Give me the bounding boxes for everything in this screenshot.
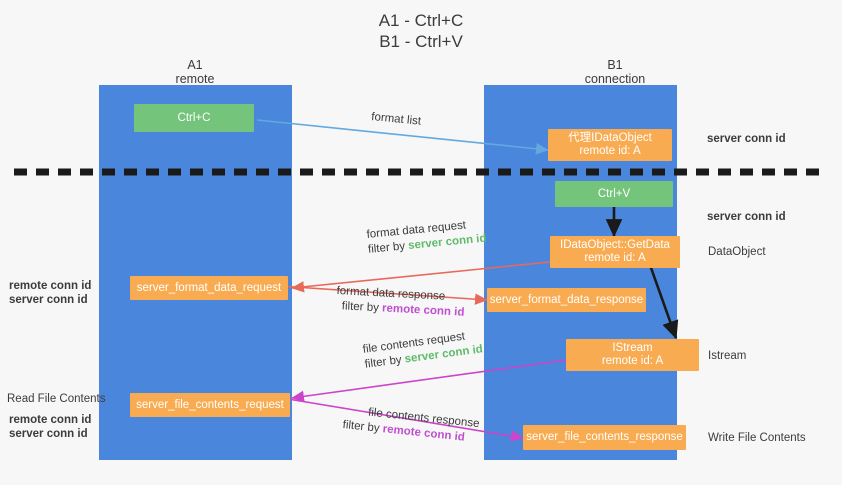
annotation-server-conn-id-mid: server conn id [707, 211, 786, 223]
node-server-format-data-request-label: server_format_data_request [136, 281, 282, 294]
node-server-format-data-request[interactable]: server_format_data_request [130, 276, 288, 300]
edge-label-format-list: format list [371, 110, 422, 130]
node-istream[interactable]: IStream remote id: A [566, 339, 699, 371]
lane-a1-role: remote [175, 72, 215, 86]
annotation-read-file-contents: Read File Contents [7, 393, 106, 405]
node-server-file-contents-response-label: server_file_contents_response [526, 431, 683, 443]
edge-label-format-list-text: format list [370, 110, 422, 128]
lane-b1-role: connection [584, 72, 646, 86]
node-idataobject-getdata[interactable]: IDataObject::GetData remote id: A [550, 236, 680, 268]
node-istream-remote-id: remote id: A [601, 355, 664, 367]
node-server-file-contents-request[interactable]: server_file_contents_request [130, 393, 290, 417]
filter-by-text-2: filter by [341, 300, 383, 315]
annotation-left-server-conn-id-2: server conn id [9, 428, 88, 440]
node-ctrl-c[interactable]: Ctrl+C [134, 104, 254, 132]
edge-label-file-contents-response: file contents response filter by remote … [342, 403, 480, 447]
lane-header-a1: A1 remote [130, 58, 260, 86]
diagram-title-line-2: B1 - Ctrl+V [379, 32, 463, 51]
node-proxy-idataobject-label: 代理IDataObject [568, 132, 652, 144]
edge-label-format-data-request: format data request filter by server con… [366, 217, 487, 258]
annotation-left-server-conn-id-1: server conn id [9, 294, 88, 306]
node-server-file-contents-response[interactable]: server_file_contents_response [523, 425, 686, 450]
diagram-title: A1 - Ctrl+C B1 - Ctrl+V [0, 10, 842, 52]
annotation-istream: Istream [708, 350, 747, 362]
lane-a1-name: A1 [187, 58, 203, 72]
diagram-title-line-1: A1 - Ctrl+C [378, 11, 464, 30]
lane-header-b1: B1 connection [535, 58, 695, 86]
annotation-left-remote-conn-id-1: remote conn id [9, 280, 92, 292]
node-idataobject-getdata-label: IDataObject::GetData [560, 239, 670, 251]
node-server-file-contents-request-label: server_file_contents_request [136, 398, 284, 411]
annotation-dataobject: DataObject [708, 246, 766, 258]
node-idataobject-getdata-remote-id: remote id: A [584, 252, 646, 264]
node-ctrl-v-label: Ctrl+V [597, 187, 631, 200]
node-istream-label: IStream [612, 342, 653, 354]
annotation-left-remote-conn-id-2: remote conn id [9, 414, 92, 426]
node-proxy-idataobject[interactable]: 代理IDataObject remote id: A [548, 129, 672, 161]
node-ctrl-c-label: Ctrl+C [177, 111, 211, 124]
annotation-server-conn-id-top: server conn id [707, 133, 786, 145]
node-server-format-data-response-label: server_format_data_response [489, 293, 644, 306]
node-server-format-data-response[interactable]: server_format_data_response [487, 288, 646, 312]
lane-b1-name: B1 [607, 58, 623, 72]
filter-by-text-1: filter by [367, 240, 409, 256]
edge-label-format-data-response: format data response filter by remote co… [335, 284, 465, 321]
annotation-write-file-contents: Write File Contents [708, 432, 806, 444]
remote-conn-id-text-1: remote conn id [381, 302, 465, 319]
node-proxy-idataobject-remote-id: remote id: A [579, 145, 641, 157]
edge-label-file-contents-request: file contents request filter by server c… [362, 327, 484, 372]
node-ctrl-v[interactable]: Ctrl+V [555, 181, 673, 207]
filter-by-text-4: filter by [342, 418, 384, 436]
filter-by-text-3: filter by [364, 353, 406, 371]
